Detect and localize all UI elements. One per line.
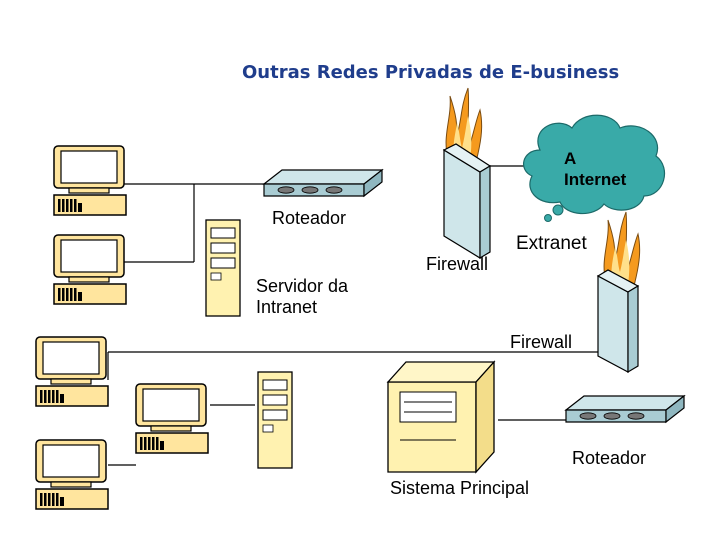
mainframe-icon [386, 360, 496, 474]
firewall-icon [442, 87, 492, 260]
workstation-icon [135, 383, 209, 454]
intranet-server-label: Servidor da Intranet [256, 276, 349, 317]
internet-cloud-icon [523, 114, 666, 222]
workstation-icon [53, 145, 127, 216]
firewall-left-label: Firewall [426, 254, 489, 274]
router-bottom-label: Roteador [572, 448, 647, 468]
workstation-icon [35, 336, 109, 407]
mainframe-label: Sistema Principal [390, 478, 530, 498]
workstation-icon [53, 234, 127, 305]
server-icon [205, 219, 241, 317]
firewall-right-label: Firewall [510, 332, 573, 352]
router-icon [565, 395, 685, 423]
router-top-label: Roteador [272, 208, 347, 228]
workstation-icon [35, 439, 109, 510]
router-icon [263, 169, 383, 197]
server-icon [257, 371, 293, 469]
page-title: Outras Redes Privadas de E-business [242, 62, 620, 83]
internet-label: A Internet [564, 149, 627, 189]
firewall-icon [596, 211, 641, 374]
extranet-label: Extranet [516, 233, 587, 254]
